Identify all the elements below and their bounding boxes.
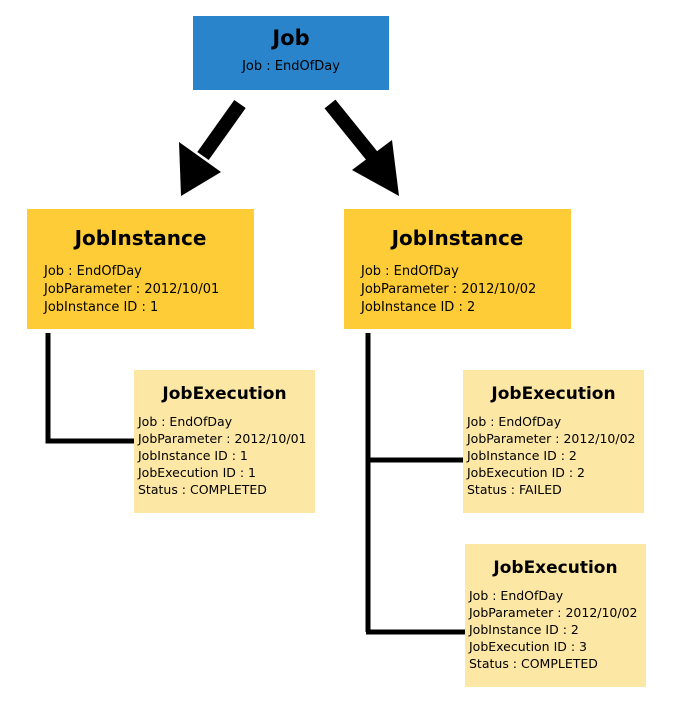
job-execution-node-3: JobExecution Job : EndOfDay JobParameter… [465, 544, 646, 687]
job-execution-detail: JobInstance ID : 2 [467, 448, 577, 463]
job-execution-node-1: JobExecution Job : EndOfDay JobParameter… [134, 370, 315, 513]
job-detail: Job : EndOfDay [242, 59, 340, 74]
job-execution-title: JobExecution [493, 558, 618, 578]
job-instance-detail: Job : EndOfDay [361, 264, 459, 279]
job-execution-detail: Job : EndOfDay [469, 588, 564, 603]
job-node: Job Job : EndOfDay [193, 16, 389, 90]
job-execution-detail: JobExecution ID : 3 [469, 639, 588, 654]
job-instance-node-2: JobInstance Job : EndOfDay JobParameter … [344, 209, 571, 329]
job-execution-title: JobExecution [491, 384, 616, 404]
job-execution-title: JobExecution [162, 384, 287, 404]
job-title: Job [272, 26, 310, 50]
connector-instance-1-to-execution-1 [45, 333, 134, 444]
job-execution-status: Status : FAILED [467, 482, 562, 497]
job-instance-detail: JobInstance ID : 1 [44, 300, 159, 315]
job-instance-node-1: JobInstance Job : EndOfDay JobParameter … [27, 209, 254, 329]
job-execution-status: Status : COMPLETED [138, 482, 267, 497]
job-execution-detail: JobParameter : 2012/10/01 [138, 431, 307, 446]
job-instance-detail: JobParameter : 2012/10/02 [361, 282, 537, 297]
job-execution-detail: Job : EndOfDay [467, 414, 562, 429]
job-execution-node-2: JobExecution Job : EndOfDay JobParameter… [463, 370, 644, 513]
job-execution-status: Status : COMPLETED [469, 656, 598, 671]
job-execution-detail: JobExecution ID : 1 [138, 465, 257, 480]
job-instance-title: JobInstance [391, 226, 524, 250]
job-execution-detail: JobParameter : 2012/10/02 [469, 605, 638, 620]
job-instance-detail: Job : EndOfDay [44, 264, 142, 279]
job-execution-detail: Job : EndOfDay [138, 414, 233, 429]
arrow-job-to-instance-2 [324, 99, 399, 196]
job-execution-detail: JobInstance ID : 1 [138, 448, 248, 463]
arrow-job-to-instance-1 [179, 99, 246, 196]
job-execution-detail: JobExecution ID : 2 [467, 465, 586, 480]
job-execution-detail: JobInstance ID : 2 [469, 622, 579, 637]
job-instance-detail: JobParameter : 2012/10/01 [44, 282, 220, 297]
job-execution-detail: JobParameter : 2012/10/02 [467, 431, 636, 446]
job-instance-detail: JobInstance ID : 2 [361, 300, 476, 315]
job-instance-title: JobInstance [74, 226, 207, 250]
